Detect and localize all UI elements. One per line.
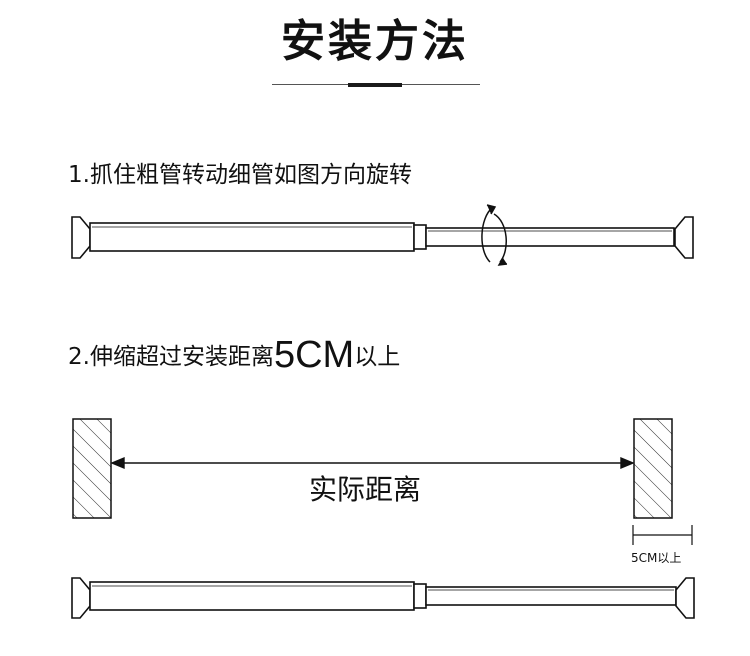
page-title: 安装方法 [281,16,469,67]
margin-label: 5CM以上 [631,551,682,565]
rod-thick-tube [89,222,415,252]
actual-distance-label: 实际距离 [308,473,421,506]
rod-joint [413,583,427,609]
step-1-text: 抓住粗管转动细管如图方向旋转 [89,162,412,188]
rod-end-cap-left [71,577,91,619]
step-1-instruction: 1.抓住粗管转动细管如图方向旋转 [68,158,412,192]
margin-bracket [632,525,693,545]
rod-end-cap-right [675,577,695,619]
rod-end-cap-left [71,216,91,259]
extended-rod [71,577,695,619]
tension-rod-icon [71,216,694,259]
step-2-highlight: 5CM [273,334,355,376]
double-arrow-icon [110,456,635,470]
title-divider-accent [348,83,402,87]
rod-thin-tube [425,227,675,247]
wall-left [72,418,112,519]
rotation-arrows-icon [481,204,508,266]
wall-right [633,418,673,519]
rod-thick-tube [89,581,415,611]
rod-end-cap-right [674,216,694,259]
step-2-text-after: 以上 [354,344,401,370]
step-1-number: 1. [68,162,90,188]
step-2-text: 伸缩超过安装距离 [89,344,274,370]
rod-joint [413,224,427,250]
step-2-instruction: 2.伸缩超过安装距离5CM以上 [68,332,400,380]
step-2-number: 2. [68,344,90,370]
hatched-wall-icon [72,418,673,519]
